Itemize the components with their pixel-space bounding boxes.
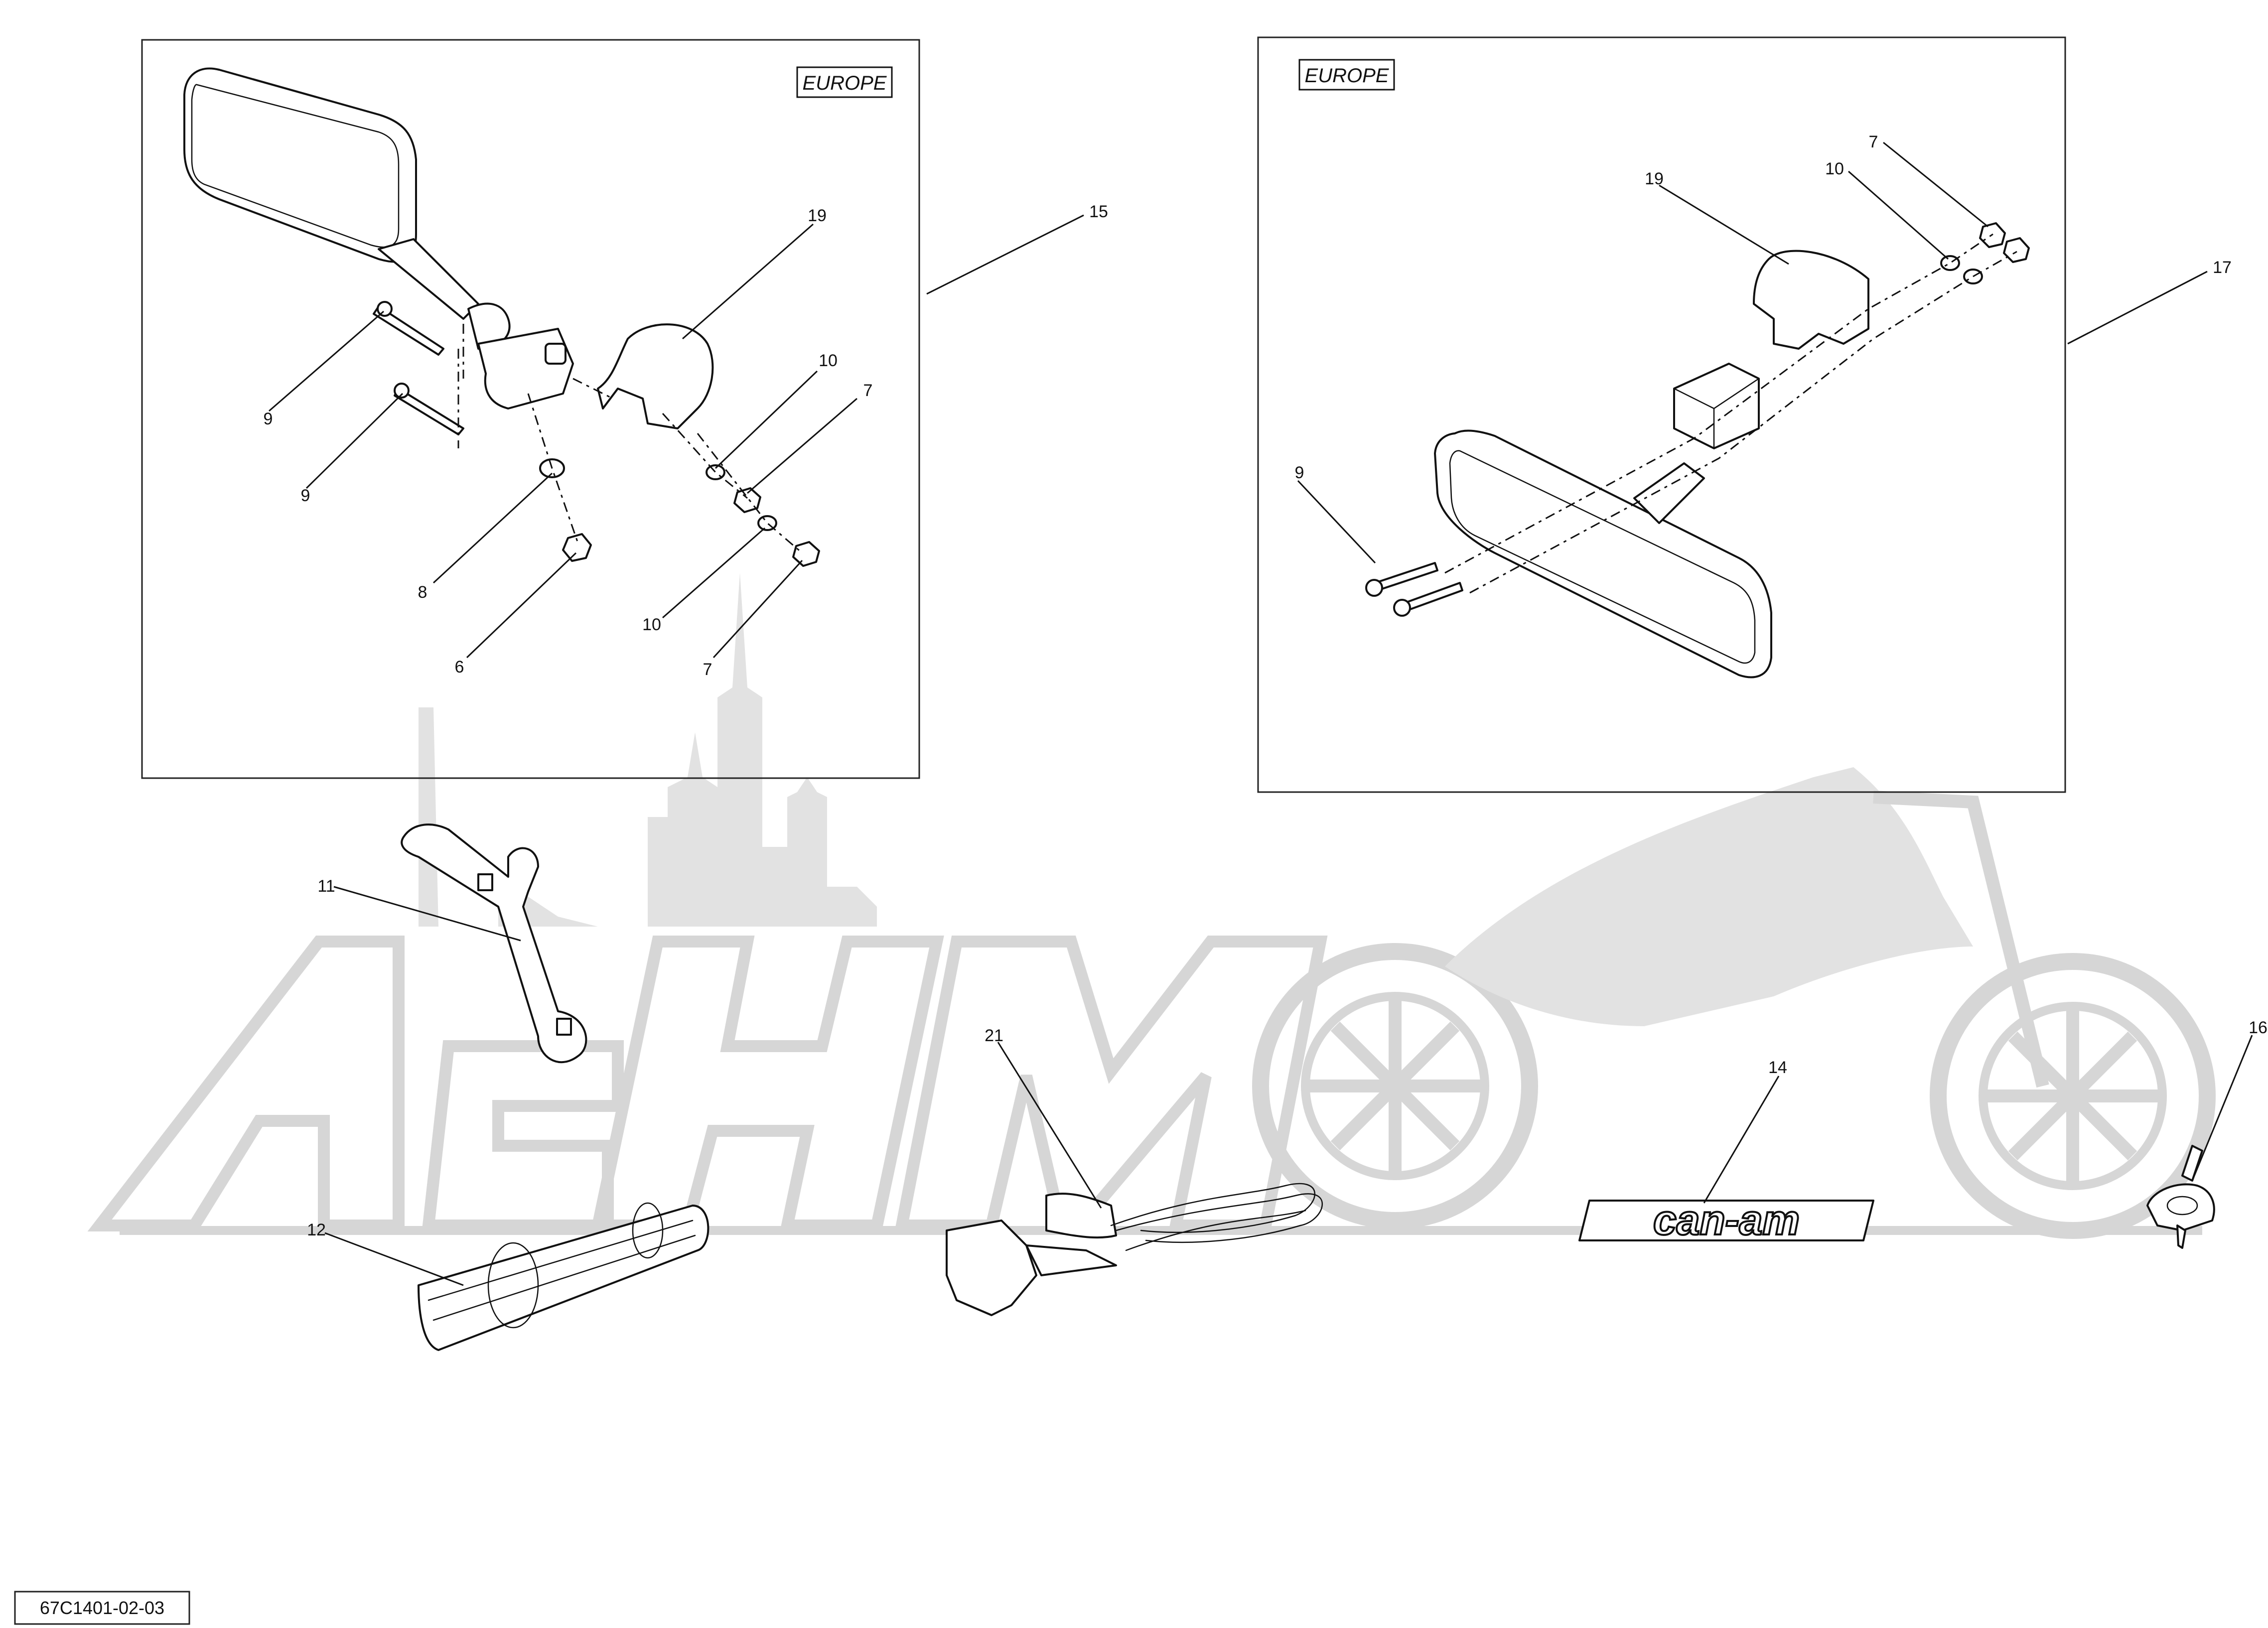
can-am-decal-part: can-am — [1578, 1196, 1874, 1244]
callout-10-left-top: 10 — [819, 351, 838, 370]
right-group-frame — [1257, 36, 2066, 793]
nut-part-7d — [2003, 237, 2030, 263]
ignition-key-part — [2146, 1145, 2215, 1249]
callout-19-right: 19 — [1645, 169, 1664, 188]
europe-tag-left-text: EUROPE — [803, 72, 887, 94]
callout-10-right: 10 — [1825, 159, 1844, 178]
callout-15: 15 — [1089, 202, 1108, 221]
callout-8: 8 — [418, 583, 427, 602]
europe-tag-right-text: EUROPE — [1305, 65, 1390, 87]
rear-view-mirror-part — [1434, 363, 1772, 678]
can-am-decal-text: can-am — [1653, 1197, 1800, 1243]
callout-7-left-top: 7 — [863, 381, 873, 400]
bolt-part-9d — [1404, 582, 1463, 611]
callout-6: 6 — [455, 658, 464, 677]
europe-tag-left: EUROPE — [796, 66, 893, 98]
callout-11: 11 — [317, 877, 335, 896]
drawing-id-text: 67C1401-02-03 — [40, 1598, 164, 1618]
nut-part-6 — [562, 533, 592, 562]
bolt-part-9a — [373, 305, 444, 356]
callout-7-right: 7 — [1869, 133, 1878, 151]
callout-17: 17 — [2213, 258, 2232, 277]
watermark — [87, 573, 2216, 1239]
bolt-part-9c — [1374, 562, 1438, 591]
callout-9-left-a: 9 — [264, 409, 273, 428]
callout-9-left-b: 9 — [301, 486, 310, 505]
callout-10-left-bottom: 10 — [642, 615, 661, 634]
drawing-id-box: 67C1401-02-03 — [14, 1591, 190, 1625]
europe-tag-right: EUROPE — [1298, 59, 1395, 91]
side-mirror-part — [183, 67, 574, 409]
clamp-part-left — [597, 323, 714, 429]
nut-part-7b — [792, 541, 820, 567]
callout-21: 21 — [985, 1026, 1003, 1045]
left-mirror-group: EUROPE — [141, 39, 1108, 779]
left-group-frame — [141, 39, 920, 779]
clamp-part-right — [1753, 250, 1869, 350]
callout-19-left: 19 — [808, 206, 827, 225]
callout-14: 14 — [1768, 1058, 1787, 1077]
callout-12: 12 — [307, 1221, 326, 1239]
spanner-wrench-part — [401, 823, 587, 1064]
cable-harness-part — [946, 1183, 1323, 1316]
protective-sleeve-part — [418, 1202, 709, 1351]
callout-9-right: 9 — [1295, 463, 1304, 482]
right-mirror-group: EUROPE 17 19 10 7 — [1257, 36, 2232, 793]
callout-16: 16 — [2249, 1018, 2268, 1037]
callout-7-left-bottom: 7 — [703, 660, 712, 679]
